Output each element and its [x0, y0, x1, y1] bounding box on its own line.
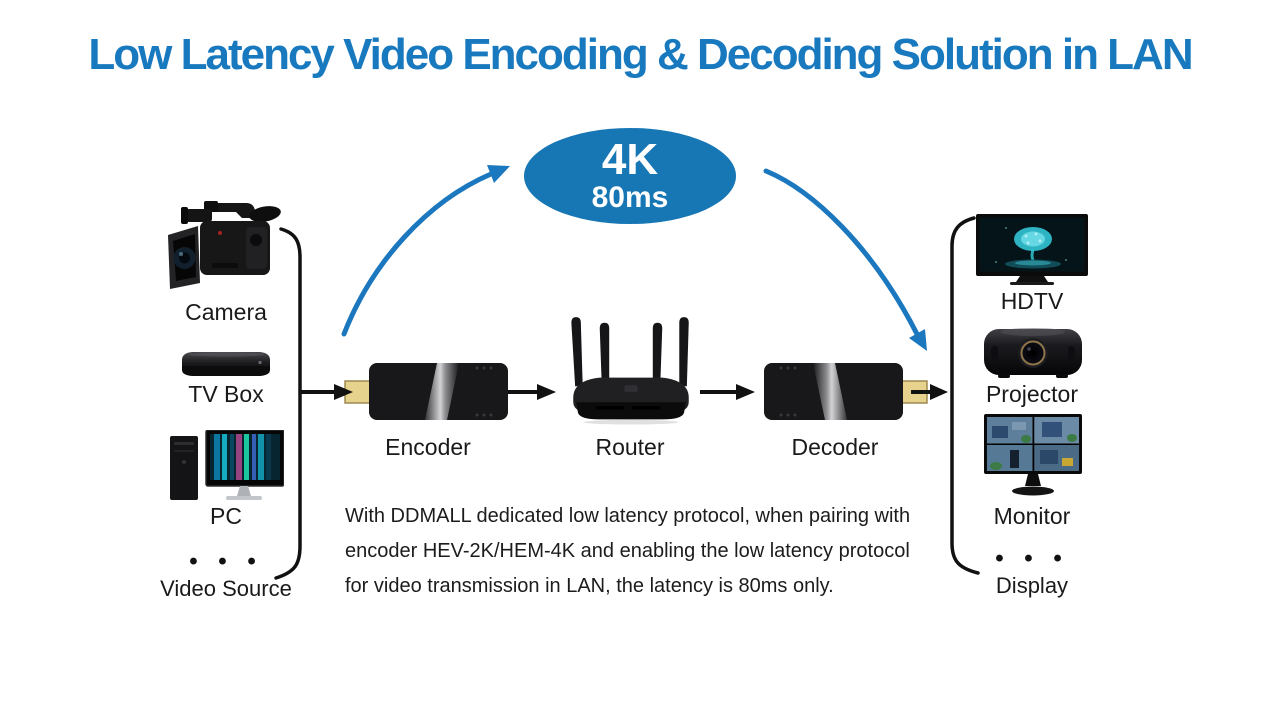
router-label: Router [595, 434, 665, 460]
arrow-encoder-to-badge [341, 165, 510, 337]
description-line-1: With DDMALL dedicated low latency protoc… [345, 505, 911, 527]
arrow-encoder-to-router [508, 384, 556, 400]
hdtv-icon [976, 214, 1088, 288]
projector-label: Projector [985, 381, 1079, 407]
encoder-dongle-icon [344, 358, 510, 424]
monitor-label: Monitor [993, 503, 1071, 529]
arrow-badge-to-decoder [763, 168, 927, 351]
description-line-2: encoder HEV-2K/HEM-4K and enabling the l… [345, 540, 910, 562]
tv-box-icon [176, 346, 276, 382]
encoder-label: Encoder [385, 434, 471, 460]
projector-icon [984, 322, 1082, 382]
badge-latency: 80ms [591, 181, 669, 214]
tv-box-label: TV Box [188, 381, 264, 407]
hdtv-label: HDTV [1000, 288, 1064, 314]
video-source-label: Video Source [160, 576, 292, 601]
pc-label: PC [210, 503, 242, 529]
description-text: With DDMALL dedicated low latency protoc… [345, 499, 945, 604]
arrow-router-to-decoder [700, 384, 755, 400]
decoder-label: Decoder [791, 434, 879, 460]
camcorder-icon [168, 193, 288, 295]
description-line-3: for video transmission in LAN, the laten… [345, 575, 834, 597]
camera-label: Camera [185, 299, 267, 325]
desktop-pc-icon [170, 430, 284, 504]
display-label: Display [995, 573, 1069, 598]
router-icon [560, 312, 702, 432]
latency-badge: 4K 80ms [524, 128, 736, 224]
decoder-dongle-icon [762, 358, 928, 424]
monitor-icon [984, 414, 1082, 504]
sources-ellipsis: • • • [189, 548, 263, 575]
displays-ellipsis: • • • [995, 545, 1069, 572]
page-title: Low Latency Video Encoding & Decoding So… [88, 30, 1193, 79]
badge-resolution: 4K [601, 135, 659, 184]
